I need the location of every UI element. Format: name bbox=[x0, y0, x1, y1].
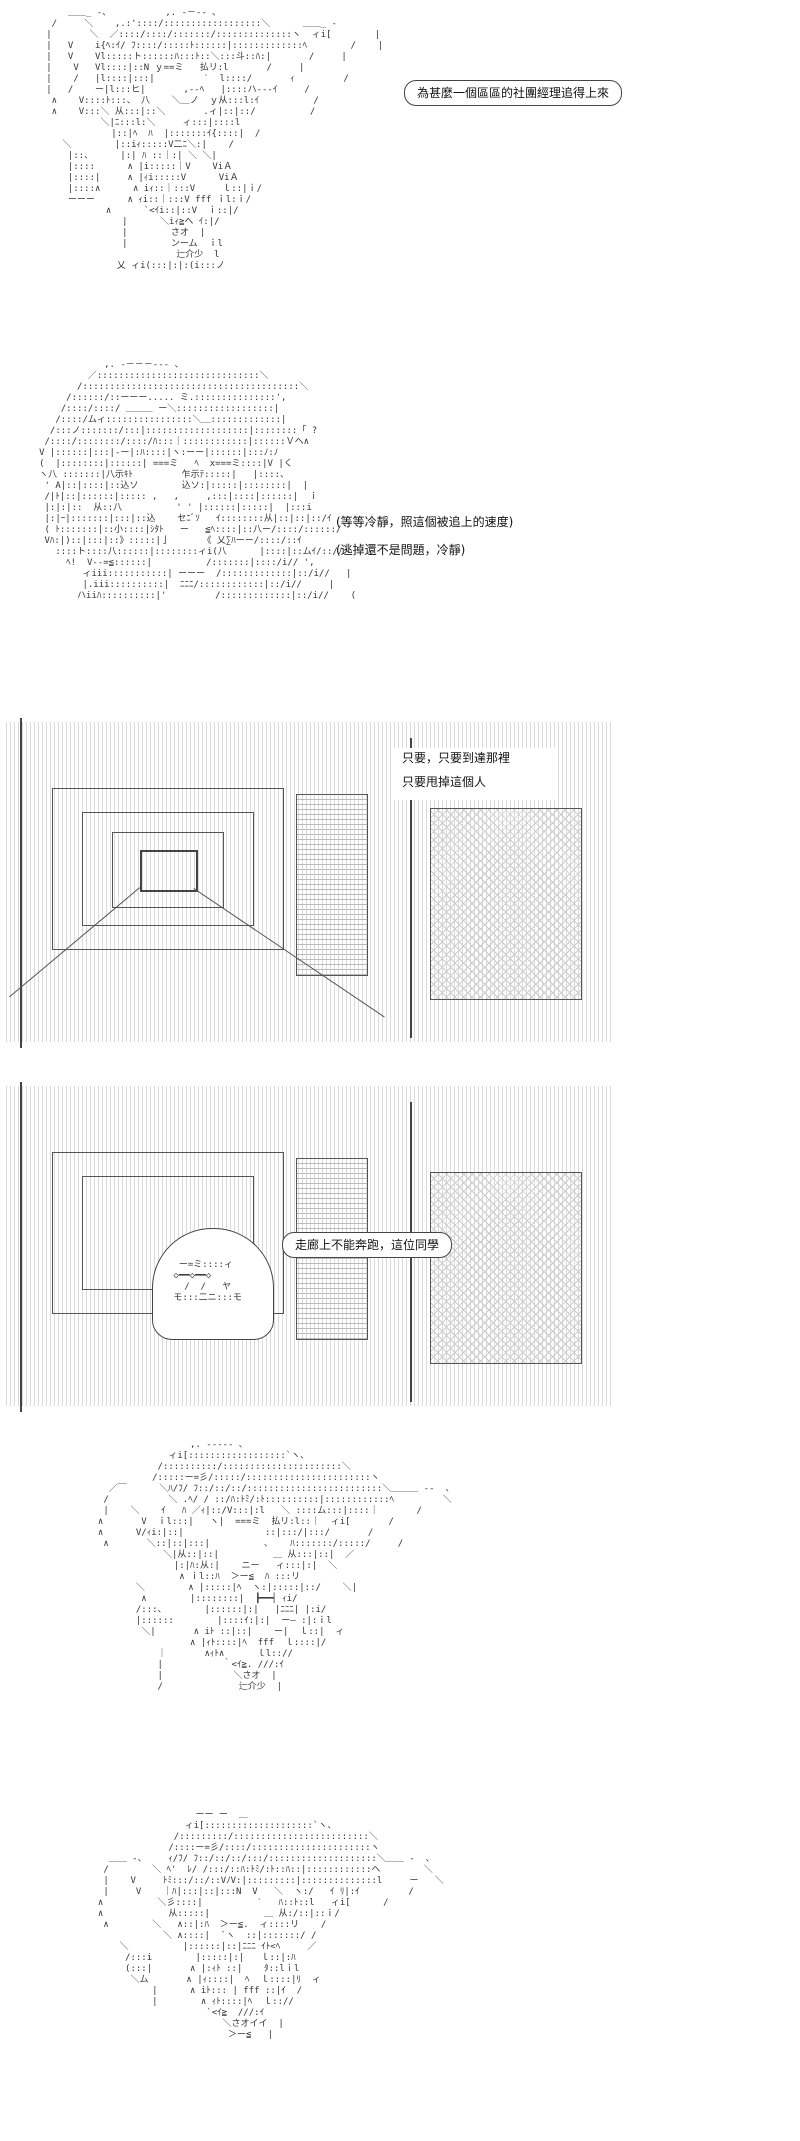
corridor-pillar-left bbox=[20, 718, 22, 1048]
corridor-door-2 bbox=[430, 1172, 582, 1364]
panel-5-character-art: ,. ----- 、 ィi[::::::::::::::::::`ヽ、 /:::… bbox=[97, 1440, 455, 1692]
corridor-pillar-left bbox=[20, 1082, 22, 1412]
panel-2-character-art: ,. -－－－--- 、 ／::::::::::::::::::::::::::… bbox=[39, 360, 357, 601]
speech-bubble: 為甚麼一個區區的社團經理追得上來 bbox=[404, 80, 623, 106]
speech-box: 只要，只要到達那裡 只要甩掉這個人 bbox=[394, 748, 556, 800]
corridor-frame-inner bbox=[140, 850, 198, 892]
inner-thought-1: (等等冷靜，照這個被追上的速度) bbox=[336, 515, 514, 529]
panel-5: ,. ----- 、 ィi[::::::::::::::::::`ヽ、 /:::… bbox=[0, 1440, 800, 1780]
speech-bubble: 走廊上不能奔跑，這位同學 bbox=[282, 1232, 453, 1258]
corridor-door-2 bbox=[430, 808, 582, 1000]
panel-3: 只要，只要到達那裡 只要甩掉這個人 bbox=[0, 718, 800, 1058]
corridor-frame-2 bbox=[82, 812, 254, 926]
corridor-pillar-right bbox=[410, 738, 412, 1038]
speech-text: 走廊上不能奔跑，這位同學 bbox=[295, 1238, 440, 1252]
corridor-door-1 bbox=[296, 794, 368, 976]
corridor-frame-outer bbox=[52, 788, 284, 950]
panel-4: ー=ミ::::ィ ◇━━◇━━◇ / / ヤ モ:::二ニ:::モ 走廊上不能奔… bbox=[0, 1082, 800, 1422]
corridor-frame-3 bbox=[112, 832, 224, 908]
figure-face-art: ー=ミ::::ィ ◇━━◇━━◇ / / ヤ モ:::二ニ:::モ bbox=[168, 1260, 242, 1304]
speech-line-2: 只要甩掉這個人 bbox=[402, 775, 487, 789]
panel-6: ーー ー ＿ ィi[::::::::::::::::::::`ヽ、 /:::::… bbox=[0, 1810, 800, 2141]
inner-thought-2: (逃掉還不是問題，冷靜) bbox=[336, 543, 466, 557]
speech-text: 為甚麼一個區區的社團經理追得上來 bbox=[417, 86, 610, 100]
speech-line-1: 只要，只要到達那裡 bbox=[402, 751, 511, 765]
panel-2: ,. -－－－--- 、 ／::::::::::::::::::::::::::… bbox=[0, 360, 800, 700]
panel-6-character-art: ーー ー ＿ ィi[::::::::::::::::::::`ヽ、 /:::::… bbox=[97, 1810, 444, 2040]
panel-1: ＿＿_ -、 ,. -－-- ､ / ＼ ,.:'::::/::::::::::… bbox=[0, 0, 800, 340]
panel-1-character-art: ＿＿_ -、 ,. -－-- ､ / ＼ ,.:'::::/::::::::::… bbox=[46, 8, 384, 271]
